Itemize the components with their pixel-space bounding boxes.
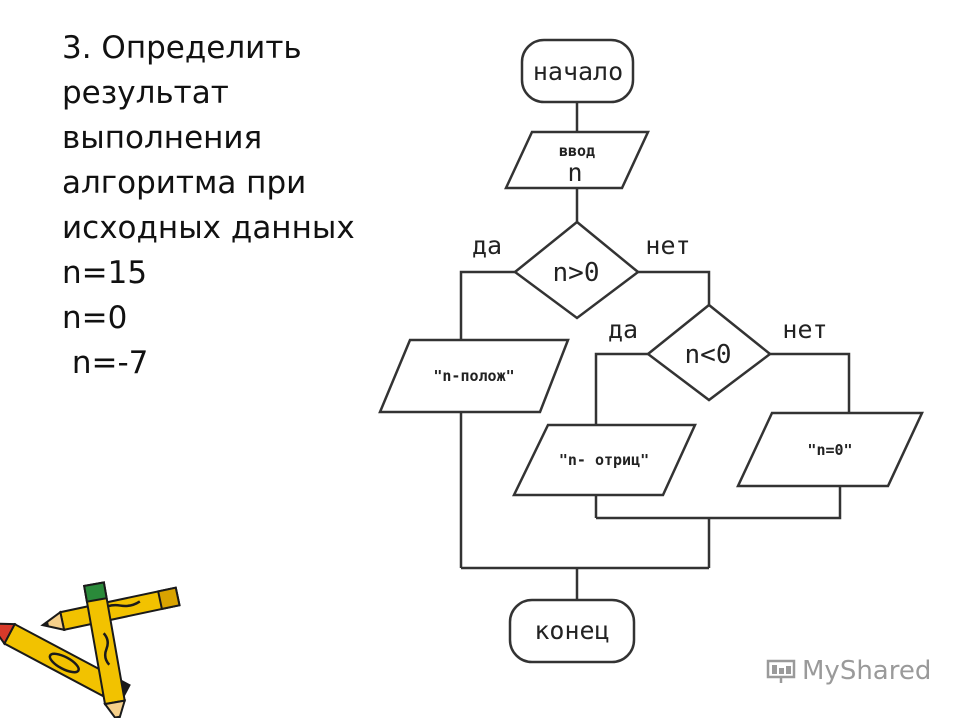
pencils-clipart [0,581,181,718]
input-variable: n [567,158,582,187]
output-negative-label: "n- отриц" [559,451,649,469]
connector [770,352,851,413]
output-positive-parallelogram [378,338,570,414]
output-positive-label: "n-полож" [433,367,514,385]
watermark-text: MyShared [802,656,932,686]
yes-label: да [608,315,638,344]
no-label: нет [645,231,690,260]
start-label: начало [533,57,623,86]
end-label: конец [534,616,609,645]
output-zero-parallelogram [736,411,924,488]
output-zero-label: "n=0" [807,441,852,459]
pencil-icon [83,581,127,718]
decision-n-negative [645,303,773,402]
condition-label: n>0 [553,258,600,288]
input-label: ввод [559,142,595,160]
yes-label: да [472,231,502,260]
task-line: результат [62,75,229,111]
input-parallelogram [504,130,650,190]
presentation-icon [766,659,796,683]
connector [596,486,842,520]
output-negative-parallelogram [512,423,697,497]
condition-label: n<0 [685,340,732,370]
connector [459,270,515,340]
start-terminal [520,38,635,104]
no-label: нет [782,315,827,344]
connector [594,352,648,425]
task-line: n=-7 [62,345,149,381]
task-text: 3. Определить результат выполнения алгор… [62,26,355,386]
task-line: выполнения [62,120,263,156]
task-line: n=15 [62,255,148,291]
task-line: 3. Определить [62,30,302,66]
task-line: алгоритма при [62,165,307,201]
decision-n-positive [512,220,641,320]
task-line: исходных данных [62,210,355,246]
end-terminal [508,598,636,664]
watermark: MyShared [766,656,931,686]
task-line: n=0 [62,300,128,336]
connector [638,270,711,305]
